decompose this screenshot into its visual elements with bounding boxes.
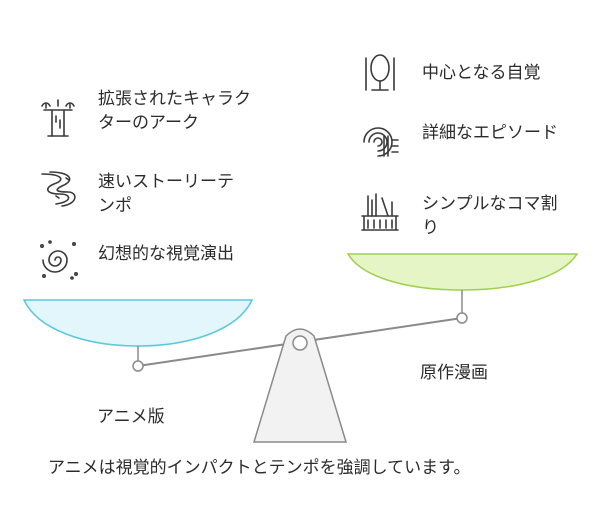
anime-label: アニメ版: [97, 407, 165, 427]
original-item-1: 中心となる自覚: [422, 63, 541, 83]
bookshelf-icon: [358, 190, 402, 234]
fingerprint-icon: [358, 120, 402, 164]
fulcrum: [252, 328, 348, 443]
mirror-icon: [358, 50, 402, 94]
anime-item-1: 拡張されたキャラクターのアーク: [98, 89, 251, 133]
swirl-icon: [36, 238, 80, 282]
anime-item-2: 速いストーリーテンポ: [98, 172, 234, 216]
right-pan: [346, 253, 579, 291]
original-label: 原作漫画: [420, 363, 488, 383]
tree-icon: [36, 96, 80, 140]
river-icon: [36, 166, 80, 210]
fulcrum-pivot: [292, 335, 308, 351]
right-beam-joint: [456, 312, 468, 324]
left-pan: [22, 299, 254, 347]
original-item-3: シンプルなコマ割り: [422, 194, 558, 238]
left-beam-joint: [132, 360, 144, 372]
caption: アニメは視覚的インパクトとテンポを強調しています。: [48, 458, 471, 478]
original-item-2: 詳細なエピソード: [422, 123, 558, 143]
anime-item-3: 幻想的な視覚演出: [98, 244, 234, 264]
